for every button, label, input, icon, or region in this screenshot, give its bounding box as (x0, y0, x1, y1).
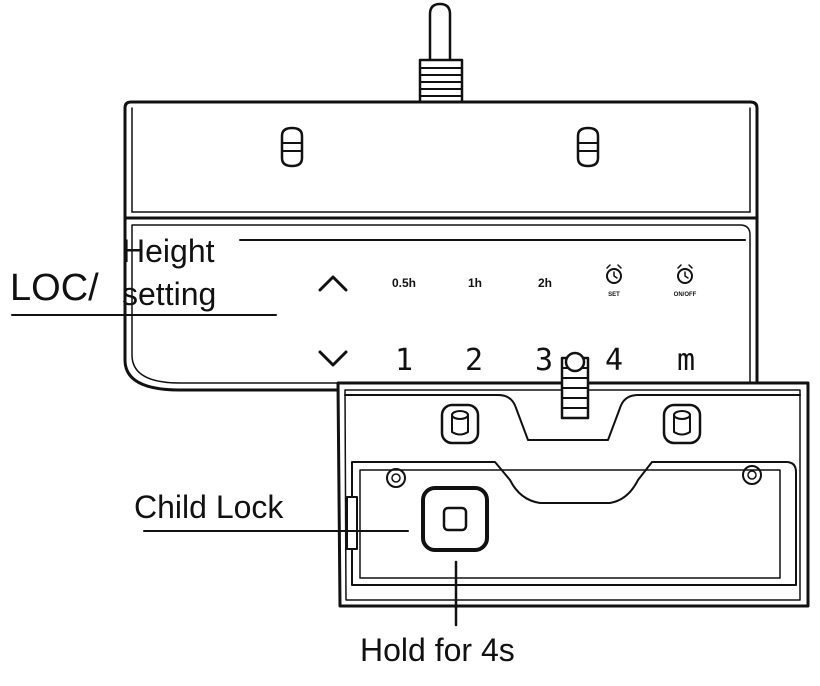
callout-height-line1: Height (122, 233, 215, 269)
callout-hold: Hold for 4s (360, 560, 515, 668)
alarm-set-label: SET (608, 292, 620, 298)
key-memory-1[interactable]: 1 (395, 343, 413, 378)
screw-post-left-icon (440, 403, 480, 445)
screw-left-icon (386, 468, 406, 488)
key-1h[interactable]: 1h (468, 276, 482, 290)
bracket-cable (560, 351, 590, 420)
key-label-1h: 1h (468, 276, 482, 290)
key-memory-2[interactable]: 2 (465, 343, 483, 378)
key-label-0-5h: 0.5h (392, 276, 416, 290)
key-alarm-onoff[interactable]: ON/OFF (674, 264, 697, 298)
alarm-clock-icon (677, 264, 693, 284)
key-up[interactable] (318, 275, 348, 292)
key-label-2h: 2h (538, 276, 552, 290)
top-cable (418, 2, 464, 104)
chevron-up-icon (318, 275, 348, 292)
key-memory-3[interactable]: 3 (535, 343, 553, 378)
key-0-5h[interactable]: 0.5h (392, 276, 416, 290)
chevron-down-icon (318, 350, 348, 367)
callout-child-lock-label: Child Lock (134, 489, 284, 525)
keypad-panel (123, 216, 759, 392)
key-2h[interactable]: 2h (538, 276, 552, 290)
child-lock-button[interactable] (421, 486, 489, 552)
callout-loc-height: LOC/ Height setting (10, 233, 746, 316)
child-lock-button-icon (421, 486, 489, 552)
alarm-onoff-label: ON/OFF (674, 292, 697, 298)
control-box-top (123, 100, 759, 220)
callout-hold-label: Hold for 4s (360, 632, 515, 668)
mount-hole-right-icon (576, 126, 600, 168)
callout-loc-prefix: LOC/ (10, 267, 99, 309)
key-memory-m[interactable]: m (677, 343, 695, 378)
callout-child-lock: Child Lock (134, 489, 409, 532)
callout-height-line2: setting (122, 276, 216, 312)
mount-hole-left-icon (280, 126, 304, 168)
screw-right-icon (742, 465, 762, 485)
key-memory-4[interactable]: 4 (605, 343, 623, 378)
screw-post-right-icon (662, 403, 702, 445)
key-alarm-set[interactable]: SET (606, 264, 622, 298)
alarm-clock-icon (606, 264, 622, 284)
key-down[interactable] (318, 350, 348, 367)
